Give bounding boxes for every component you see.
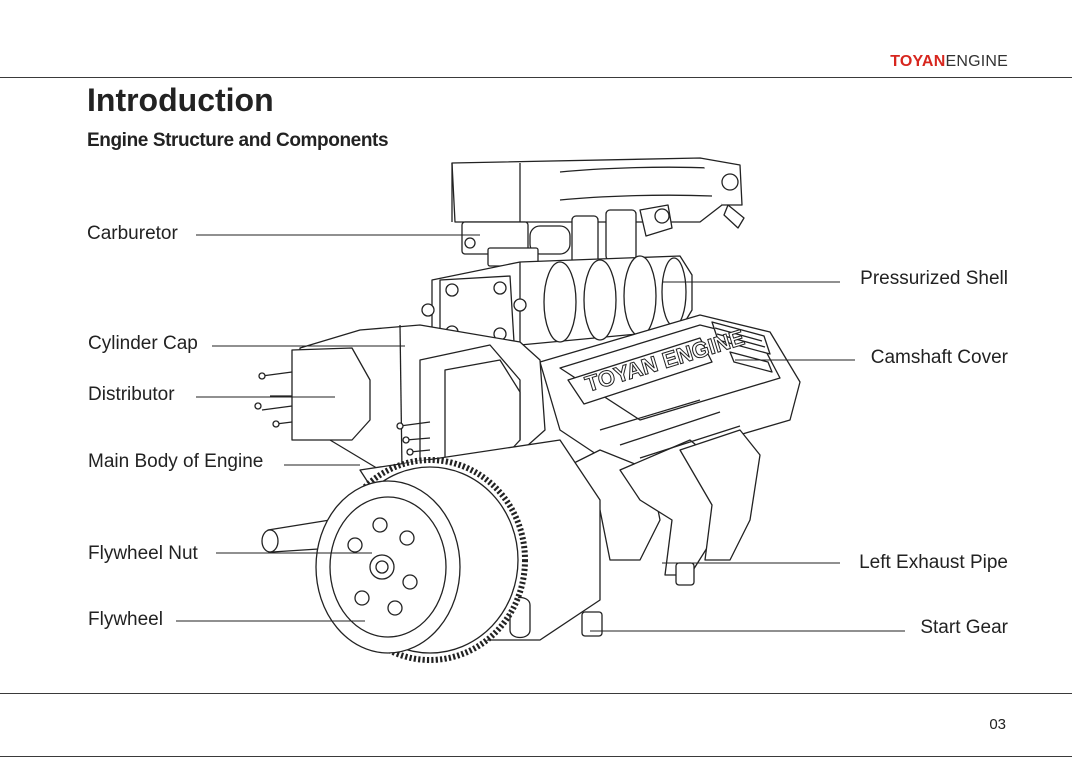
label-start-gear: Start Gear [920, 617, 1008, 639]
label-carburetor: Carburetor [87, 223, 178, 245]
label-main-body: Main Body of Engine [88, 451, 263, 473]
label-flywheel: Flywheel [88, 609, 163, 631]
page-number: 03 [989, 716, 1006, 733]
carburetor-housing [452, 158, 744, 268]
footer-rule [0, 693, 1072, 694]
label-pressurized-shell: Pressurized Shell [860, 268, 1008, 290]
label-left-exhaust-pipe: Left Exhaust Pipe [859, 552, 1008, 574]
bottom-rule [0, 756, 1072, 757]
label-camshaft-cover: Camshaft Cover [871, 347, 1008, 369]
label-flywheel-nut: Flywheel Nut [88, 543, 198, 565]
flywheel [316, 481, 460, 653]
label-cylinder-cap: Cylinder Cap [88, 333, 198, 355]
label-distributor: Distributor [88, 384, 175, 406]
